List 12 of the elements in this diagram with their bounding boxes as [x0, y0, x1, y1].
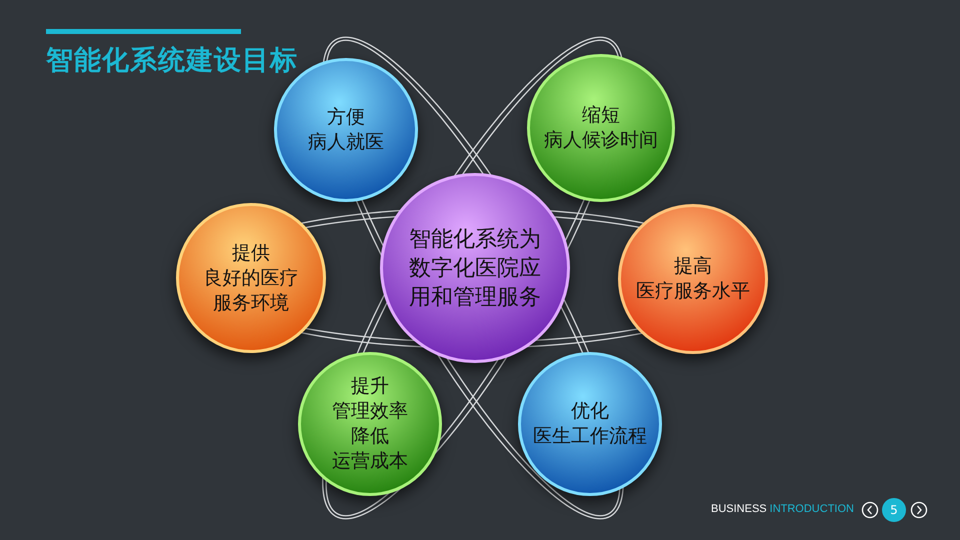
title: 智能化系统建设目标	[46, 44, 298, 78]
circle-text: 提升管理效率降低运营成本	[332, 374, 408, 474]
circle-text: 缩短病人候诊时间	[544, 103, 658, 153]
circle-text: 方便病人就医	[308, 105, 384, 155]
footer-text: INTRODUCTION	[770, 503, 854, 515]
page-number-badge: 5	[882, 498, 906, 522]
circle-text: 提供良好的医疗服务环境	[204, 240, 298, 316]
circle-text: 提高医疗服务水平	[636, 254, 750, 304]
footer-text: BUSINESS	[711, 503, 767, 515]
circle-text: 智能化系统为数字化医院应用和管理服务	[409, 226, 541, 312]
circle-text: 优化医生工作流程	[533, 399, 647, 449]
center-circle	[380, 173, 570, 363]
